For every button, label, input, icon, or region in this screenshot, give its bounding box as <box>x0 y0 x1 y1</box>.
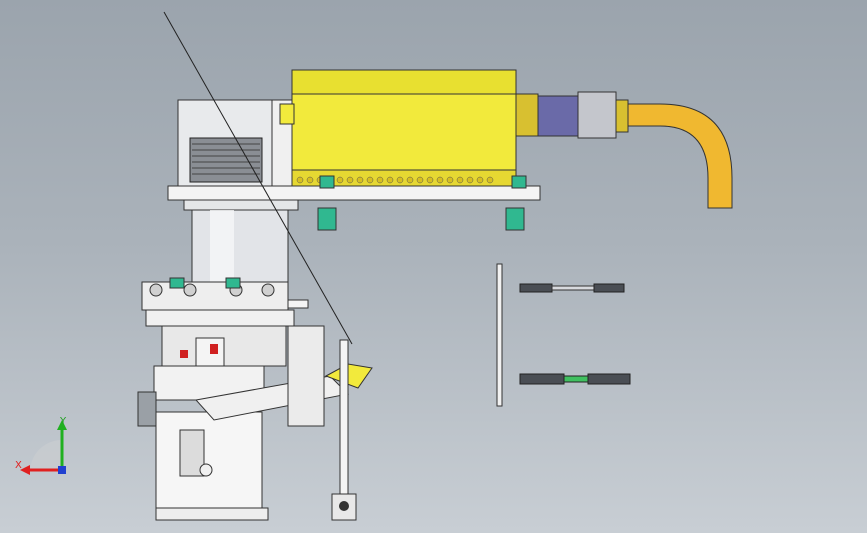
z-axis-marker <box>58 466 66 474</box>
mid-plate <box>145 309 295 327</box>
laser-head-assembly[interactable] <box>167 69 733 231</box>
y-axis-label: Y <box>59 416 67 427</box>
cylinder-column <box>191 209 289 285</box>
motor-fins <box>189 137 263 183</box>
fitting-body <box>537 95 579 137</box>
coordinate-triad: Y X <box>15 416 67 475</box>
green-fitting-right <box>505 207 525 231</box>
fitting-collar <box>515 93 539 137</box>
fitting-nut <box>577 91 617 139</box>
lower-mechanism[interactable] <box>137 277 373 521</box>
yellow-housing-top <box>291 69 517 95</box>
leader-line <box>163 11 353 345</box>
connector-cable-bottom <box>519 373 631 385</box>
lower-frame <box>155 411 263 513</box>
connector-cable-top <box>519 283 625 293</box>
rod-part <box>496 263 503 407</box>
base-plate <box>167 185 541 201</box>
x-axis-label: X <box>15 460 22 471</box>
yellow-hose <box>627 103 733 209</box>
fitting-ring <box>615 99 629 133</box>
green-fitting-left <box>317 207 337 231</box>
flange <box>183 199 299 211</box>
yellow-housing-left-tab <box>279 103 295 125</box>
